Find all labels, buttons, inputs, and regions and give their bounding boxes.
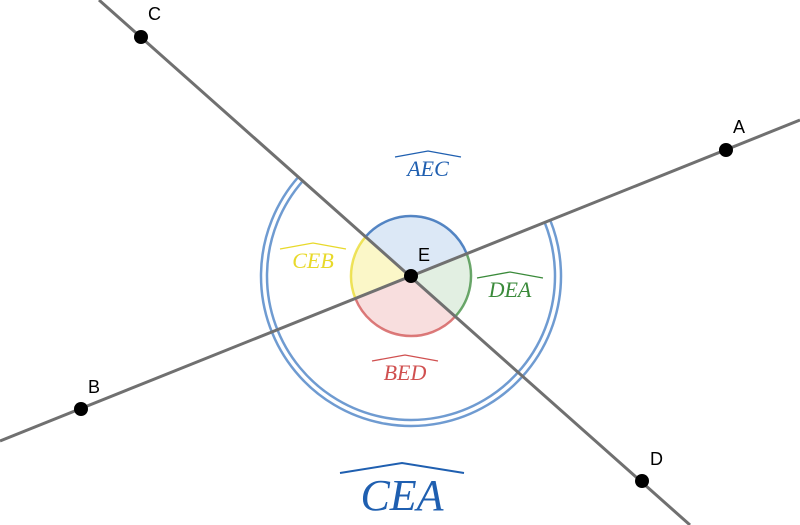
angle-label-ceb: CEB [279, 242, 347, 273]
svg-text:DEA: DEA [488, 277, 532, 302]
point-label-b: B [88, 377, 100, 397]
point-e[interactable] [404, 269, 418, 283]
line-cd [98, 0, 691, 525]
line-ab [0, 118, 800, 443]
point-label-c: C [148, 4, 161, 24]
angle-cea-outer-arc [259, 175, 563, 428]
svg-text:AEC: AEC [405, 156, 449, 181]
svg-text:CEA: CEA [360, 471, 444, 520]
point-label-a: A [733, 117, 745, 137]
angle-label-dea: DEA [476, 271, 544, 302]
point-label-e: E [418, 245, 430, 265]
angle-aec-sector [366, 215, 467, 276]
svg-text:CEB: CEB [292, 248, 334, 273]
svg-text:BED: BED [384, 360, 427, 385]
angle-cea-inner-arc [265, 179, 557, 422]
angle-ceb-arc [349, 235, 368, 299]
point-a[interactable] [719, 143, 733, 157]
angle-label-bed: BED [371, 354, 439, 385]
angle-dea-sector [411, 253, 472, 316]
angle-aec-arc [365, 214, 468, 255]
angle-ceb-sector [350, 236, 411, 299]
angle-label-aec: AEC [394, 150, 462, 181]
angle-dea-arc [454, 253, 473, 317]
angle-label-cea: CEA [339, 461, 465, 520]
point-d[interactable] [635, 474, 649, 488]
angle-bed-arc [354, 297, 457, 338]
point-label-d: D [650, 449, 663, 469]
point-b[interactable] [74, 402, 88, 416]
point-c[interactable] [134, 30, 148, 44]
angle-bed-sector [355, 276, 456, 337]
